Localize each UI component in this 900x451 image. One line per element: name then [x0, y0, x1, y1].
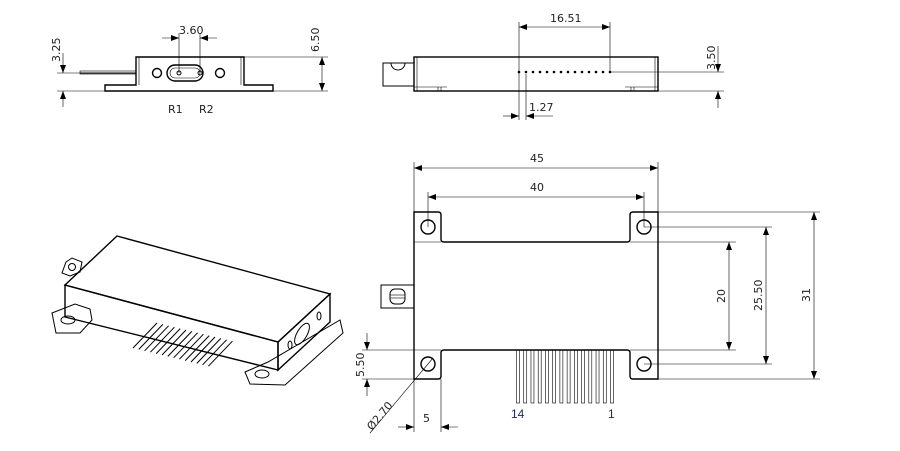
pin — [537, 349, 542, 404]
fiber-holder — [382, 62, 414, 87]
top-face — [63, 235, 332, 343]
mount-hole — [420, 356, 436, 372]
pin-dot — [531, 70, 535, 74]
pin-dot — [573, 70, 577, 74]
iso-pin — [173, 332, 198, 359]
end-face — [277, 292, 331, 372]
pin — [602, 349, 607, 404]
iso-pins — [132, 322, 233, 367]
pin-dot — [587, 70, 591, 74]
dim-pin-height: 3.50 — [705, 46, 718, 71]
dim-hole-vertical: 25.50 — [752, 280, 765, 312]
dim-height: 6.50 — [309, 28, 322, 53]
dim-pin-row-length: 16.51 — [550, 12, 582, 25]
pin-dot — [580, 70, 584, 74]
iso-pin — [196, 338, 222, 364]
dim-tab-width: 5 — [423, 412, 430, 425]
pin-label-r2: R2 — [199, 103, 214, 116]
pin — [610, 349, 614, 404]
pin — [581, 349, 585, 404]
fiber-holder — [61, 257, 83, 277]
pin-dot — [552, 70, 556, 74]
dim-body-height: 20 — [715, 289, 728, 303]
pin-dot — [545, 70, 549, 74]
iso-pin — [132, 322, 158, 349]
iso-pin — [150, 326, 175, 353]
iso-pin — [208, 340, 233, 367]
pin-dot — [566, 70, 570, 74]
pin-row — [517, 70, 612, 74]
pin-label-last: 1 — [608, 407, 615, 421]
mount-hole — [151, 67, 163, 79]
iso-pin — [167, 331, 193, 357]
mount-tab — [244, 319, 344, 386]
pin — [530, 349, 535, 404]
pin — [559, 349, 564, 404]
dim-pin-pitch: 1.27 — [529, 101, 554, 114]
dim-flange: 5.50 — [354, 353, 367, 378]
pin-label-r1: R1 — [168, 103, 183, 116]
pin — [588, 349, 593, 404]
pin — [595, 349, 600, 404]
dim-hole-spacing: 40 — [530, 181, 544, 194]
iso-pin — [144, 325, 169, 352]
dim-overall-height: 31 — [800, 288, 813, 302]
pin-dot — [524, 70, 528, 74]
front-face — [64, 284, 279, 371]
iso-pin — [155, 328, 181, 354]
iso-pin — [184, 335, 210, 361]
pin — [523, 349, 528, 404]
pin — [516, 349, 520, 404]
dim-lead-height: 3.25 — [50, 38, 63, 63]
mount-tab — [51, 303, 93, 334]
pin — [566, 349, 571, 404]
pin — [552, 349, 556, 404]
pin-array — [516, 349, 614, 404]
package-side — [413, 56, 659, 92]
pin — [574, 349, 578, 404]
isometric-view — [51, 235, 344, 386]
pin-dot — [601, 70, 605, 74]
pin-dot — [594, 70, 598, 74]
iso-pin — [138, 324, 164, 350]
dim-pin-spacing: 3.60 — [179, 24, 204, 37]
iso-pin — [179, 333, 204, 360]
pin — [545, 349, 549, 404]
iso-pin — [161, 329, 187, 356]
dim-hole-diameter: Ø2.70 — [364, 399, 395, 433]
fiber-connector — [380, 284, 415, 309]
iso-pin — [202, 339, 227, 366]
dim-overall-width: 45 — [530, 152, 544, 165]
front-view: 14 1 45 40 20 25.50 31 5.50 — [354, 152, 820, 434]
package-outline — [413, 211, 659, 380]
pin-label-first: 14 — [511, 407, 525, 421]
connector-oval — [166, 64, 204, 82]
pin-dot — [538, 70, 542, 74]
mount-hole — [214, 67, 226, 79]
connector — [294, 322, 310, 346]
side-view-right: 16.51 3.50 1.27 — [382, 12, 724, 120]
side-view-left: 3.60 6.50 3.25 R1 R2 — [50, 24, 328, 116]
iso-pin — [190, 336, 216, 363]
pin-dot — [559, 70, 563, 74]
